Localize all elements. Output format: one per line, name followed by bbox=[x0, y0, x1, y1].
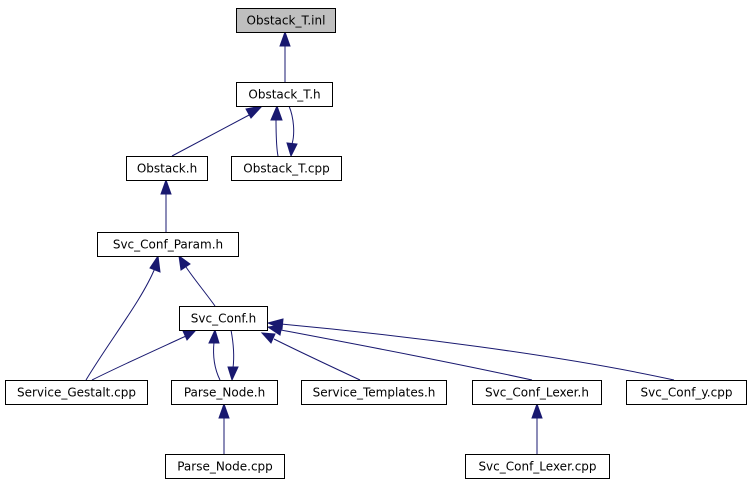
edge-svc-conf-h-to-svc-conf-param-h bbox=[178, 254, 216, 307]
node-label: Svc_Conf_Param.h bbox=[113, 238, 223, 252]
node-obstack-h[interactable]: Obstack.h bbox=[126, 156, 208, 181]
node-parse-node-h[interactable]: Parse_Node.h bbox=[171, 380, 278, 405]
node-label: Parse_Node.h bbox=[184, 386, 265, 400]
edge-obstack-h-to-obstack-t-h bbox=[171, 105, 264, 157]
edge-line bbox=[275, 117, 279, 157]
edge-service-gestalt-cpp-to-svc-conf-h bbox=[91, 329, 198, 381]
arrow-head bbox=[160, 178, 172, 195]
edge-line bbox=[213, 341, 221, 381]
node-svc-conf-lexer-h[interactable]: Svc_Conf_Lexer.h bbox=[472, 380, 602, 405]
edge-line bbox=[230, 329, 235, 369]
node-box bbox=[236, 82, 333, 107]
arrow-head bbox=[266, 318, 284, 330]
node-box bbox=[171, 380, 278, 405]
node-parse-node-cpp[interactable]: Parse_Node.cpp bbox=[165, 454, 285, 479]
edge-line bbox=[280, 329, 533, 381]
arrow-head bbox=[260, 332, 276, 344]
edge-line bbox=[273, 338, 361, 381]
node-obstack-t-h[interactable]: Obstack_T.h bbox=[236, 82, 333, 107]
edge-svc-conf-param-h-to-obstack-h bbox=[160, 178, 172, 232]
arrow-head bbox=[218, 402, 230, 419]
node-label: Service_Gestalt.cpp bbox=[17, 386, 136, 400]
node-label: Obstack_T.cpp bbox=[243, 162, 329, 176]
edge-parse-node-h-to-svc-conf-h bbox=[208, 328, 221, 381]
edge-line bbox=[171, 113, 252, 157]
edge-line bbox=[185, 266, 216, 307]
edge-svc-conf-y-cpp-to-svc-conf-h bbox=[266, 318, 675, 381]
node-label: Obstack_T.h bbox=[248, 88, 320, 102]
edge-obstack-t-h-to-obstack-t-inl bbox=[279, 30, 291, 82]
edge-line bbox=[85, 267, 156, 381]
edge-svc-conf-lexer-h-to-svc-conf-h bbox=[266, 324, 533, 381]
edge-svc-conf-lexer-cpp-to-svc-conf-lexer-h bbox=[531, 402, 543, 454]
edge-obstack-t-h-to-obstack-t-cpp bbox=[286, 105, 298, 158]
edge-line bbox=[288, 105, 295, 145]
node-box bbox=[472, 380, 602, 405]
arrow-head bbox=[149, 254, 161, 273]
edge-service-gestalt-cpp-to-svc-conf-param-h bbox=[85, 254, 161, 381]
node-label: Obstack_T.inl bbox=[247, 14, 326, 28]
node-svc-conf-param-h[interactable]: Svc_Conf_Param.h bbox=[97, 232, 239, 257]
arrow-head bbox=[245, 105, 264, 119]
node-box bbox=[301, 380, 447, 405]
node-service-gestalt-cpp[interactable]: Service_Gestalt.cpp bbox=[5, 380, 148, 405]
node-service-templates-h[interactable]: Service_Templates.h bbox=[301, 380, 447, 405]
arrow-head bbox=[279, 30, 291, 47]
node-box bbox=[465, 454, 610, 479]
node-obstack-t-inl: Obstack_T.inl bbox=[236, 8, 336, 33]
edge-svc-conf-h-to-parse-node-h bbox=[227, 329, 239, 382]
node-box bbox=[179, 306, 268, 331]
node-box bbox=[97, 232, 239, 257]
node-svc-conf-h[interactable]: Svc_Conf.h bbox=[179, 306, 268, 331]
node-label: Service_Templates.h bbox=[313, 386, 436, 400]
edge-parse-node-cpp-to-parse-node-h bbox=[218, 402, 230, 454]
node-box bbox=[231, 156, 342, 181]
node-box bbox=[126, 156, 208, 181]
node-label: Parse_Node.cpp bbox=[177, 460, 273, 474]
node-label: Svc_Conf_y.cpp bbox=[641, 386, 733, 400]
arrow-head bbox=[270, 104, 283, 121]
edge-line bbox=[280, 323, 675, 381]
node-box bbox=[626, 380, 747, 405]
node-box bbox=[5, 380, 148, 405]
node-label: Svc_Conf_Lexer.cpp bbox=[478, 460, 596, 474]
node-svc-conf-y-cpp[interactable]: Svc_Conf_y.cpp bbox=[626, 380, 747, 405]
arrow-head bbox=[531, 402, 543, 419]
node-label: Obstack.h bbox=[137, 162, 197, 176]
edge-service-templates-h-to-svc-conf-h bbox=[260, 332, 361, 381]
node-svc-conf-lexer-cpp[interactable]: Svc_Conf_Lexer.cpp bbox=[465, 454, 610, 479]
node-label: Svc_Conf_Lexer.h bbox=[485, 386, 589, 400]
arrow-head bbox=[227, 366, 239, 382]
node-obstack-t-cpp[interactable]: Obstack_T.cpp bbox=[231, 156, 342, 181]
node-box bbox=[236, 8, 336, 33]
arrow-head bbox=[182, 329, 198, 341]
node-label: Svc_Conf.h bbox=[191, 312, 256, 326]
edge-line bbox=[91, 335, 187, 381]
arrow-head bbox=[286, 142, 298, 158]
edge-obstack-t-cpp-to-obstack-t-h bbox=[270, 104, 283, 157]
arrow-head bbox=[208, 328, 220, 344]
node-box bbox=[165, 454, 285, 479]
arrow-head bbox=[178, 254, 191, 271]
